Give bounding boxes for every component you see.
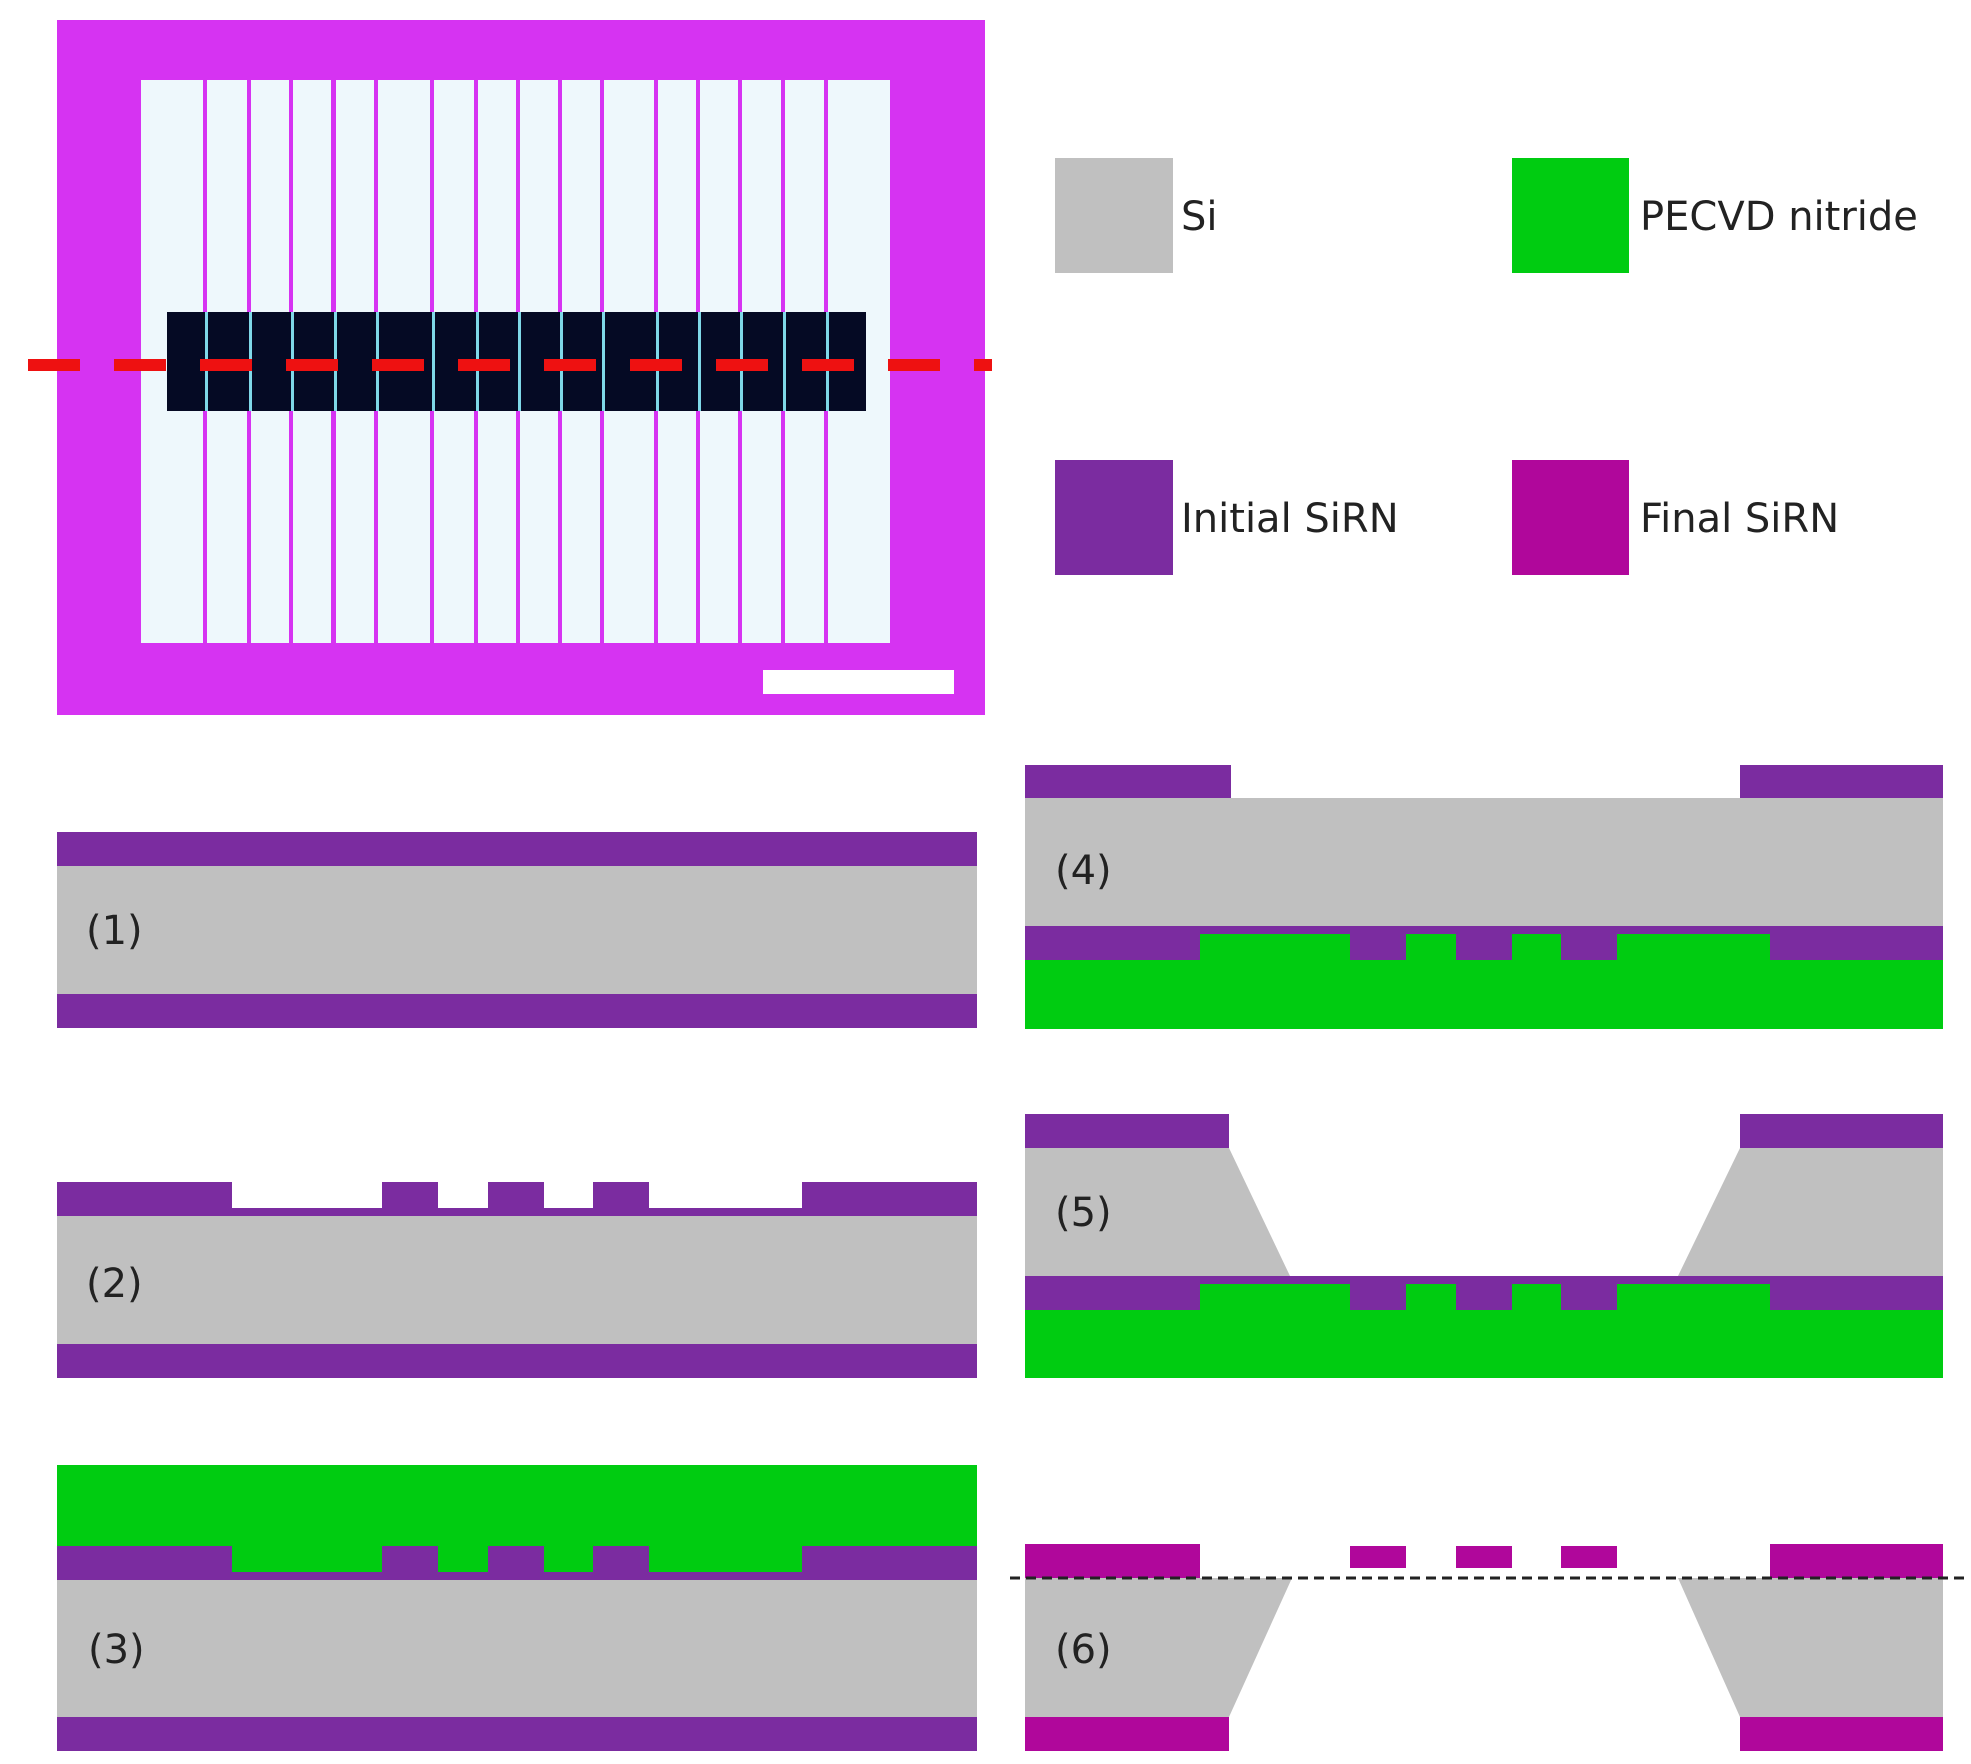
legend-item-pecvd-nitride: PECVD nitride xyxy=(1512,158,1918,273)
step-4-label: (4) xyxy=(1055,848,1112,894)
step-5-pecvd-nitride xyxy=(1025,1284,1943,1378)
window-bar-edge xyxy=(518,312,521,411)
window-bar-edge xyxy=(432,312,435,411)
step-6-silicon xyxy=(1025,1578,1943,1717)
step-4-top-sirn-mask xyxy=(1025,765,1943,798)
step-5-label: (5) xyxy=(1055,1190,1112,1236)
step-2-bottom-sirn xyxy=(57,1344,977,1378)
legend-label-final-sirn: Final SiRN xyxy=(1640,496,1839,542)
step-2-patterned-sirn xyxy=(57,1182,977,1216)
step-2-cross-section: (2) xyxy=(57,1182,977,1378)
step-6-cross-section: (6) xyxy=(1010,1544,1965,1751)
legend-swatch-pecvd-nitride xyxy=(1512,158,1629,273)
step-5-silicon xyxy=(1025,1148,1943,1276)
step-3-silicon xyxy=(57,1580,977,1717)
step-3-patterned-sirn xyxy=(57,1546,977,1582)
legend-swatch-initial-sirn xyxy=(1055,460,1173,575)
step-6-suspended-sirn-beams xyxy=(1350,1546,1617,1568)
legend-label-pecvd-nitride: PECVD nitride xyxy=(1640,194,1918,240)
legend-label-si: Si xyxy=(1181,194,1218,240)
step-1-bottom-sirn xyxy=(57,994,977,1028)
step-3-bottom-sirn xyxy=(57,1717,977,1751)
window-bar-edge xyxy=(698,312,701,411)
step-3-label: (3) xyxy=(88,1627,145,1673)
step-6-top-final-sirn xyxy=(1025,1544,1943,1578)
legend-swatch-final-sirn xyxy=(1512,460,1629,575)
step-1-silicon xyxy=(57,866,977,994)
legend-item-si: Si xyxy=(1055,158,1218,273)
legend-swatch-si xyxy=(1055,158,1173,273)
step-4-sirn-layer xyxy=(1025,926,1943,960)
legend-item-initial-sirn: Initial SiRN xyxy=(1055,460,1399,575)
step-1-label: (1) xyxy=(86,908,143,954)
step-4-cross-section: (4) xyxy=(1025,765,1943,1029)
legend-label-initial-sirn: Initial SiRN xyxy=(1181,496,1399,542)
step-5-sirn-layer xyxy=(1025,1276,1943,1310)
step-5-cross-section: (5) xyxy=(1025,1114,1943,1378)
step-2-silicon xyxy=(57,1216,977,1344)
legend-item-final-sirn: Final SiRN xyxy=(1512,460,1839,575)
step-4-silicon xyxy=(1025,798,1943,926)
step-5-top-sirn-mask xyxy=(1025,1114,1943,1148)
step-4-pecvd-nitride xyxy=(1025,934,1943,1029)
window-bar-edge xyxy=(783,312,786,411)
legend: Si PECVD nitride Initial SiRN Final SiRN xyxy=(1055,158,1918,575)
step-2-label: (2) xyxy=(86,1261,143,1307)
step-1-top-sirn xyxy=(57,832,977,866)
step-6-bottom-final-sirn xyxy=(1025,1717,1943,1751)
step-3-cross-section: (3) xyxy=(57,1465,977,1751)
step-6-label: (6) xyxy=(1055,1627,1112,1673)
micrograph xyxy=(28,20,992,715)
window-bar-edge xyxy=(602,312,605,411)
step-1-cross-section: (1) xyxy=(57,832,977,1028)
scale-bar xyxy=(763,670,954,694)
